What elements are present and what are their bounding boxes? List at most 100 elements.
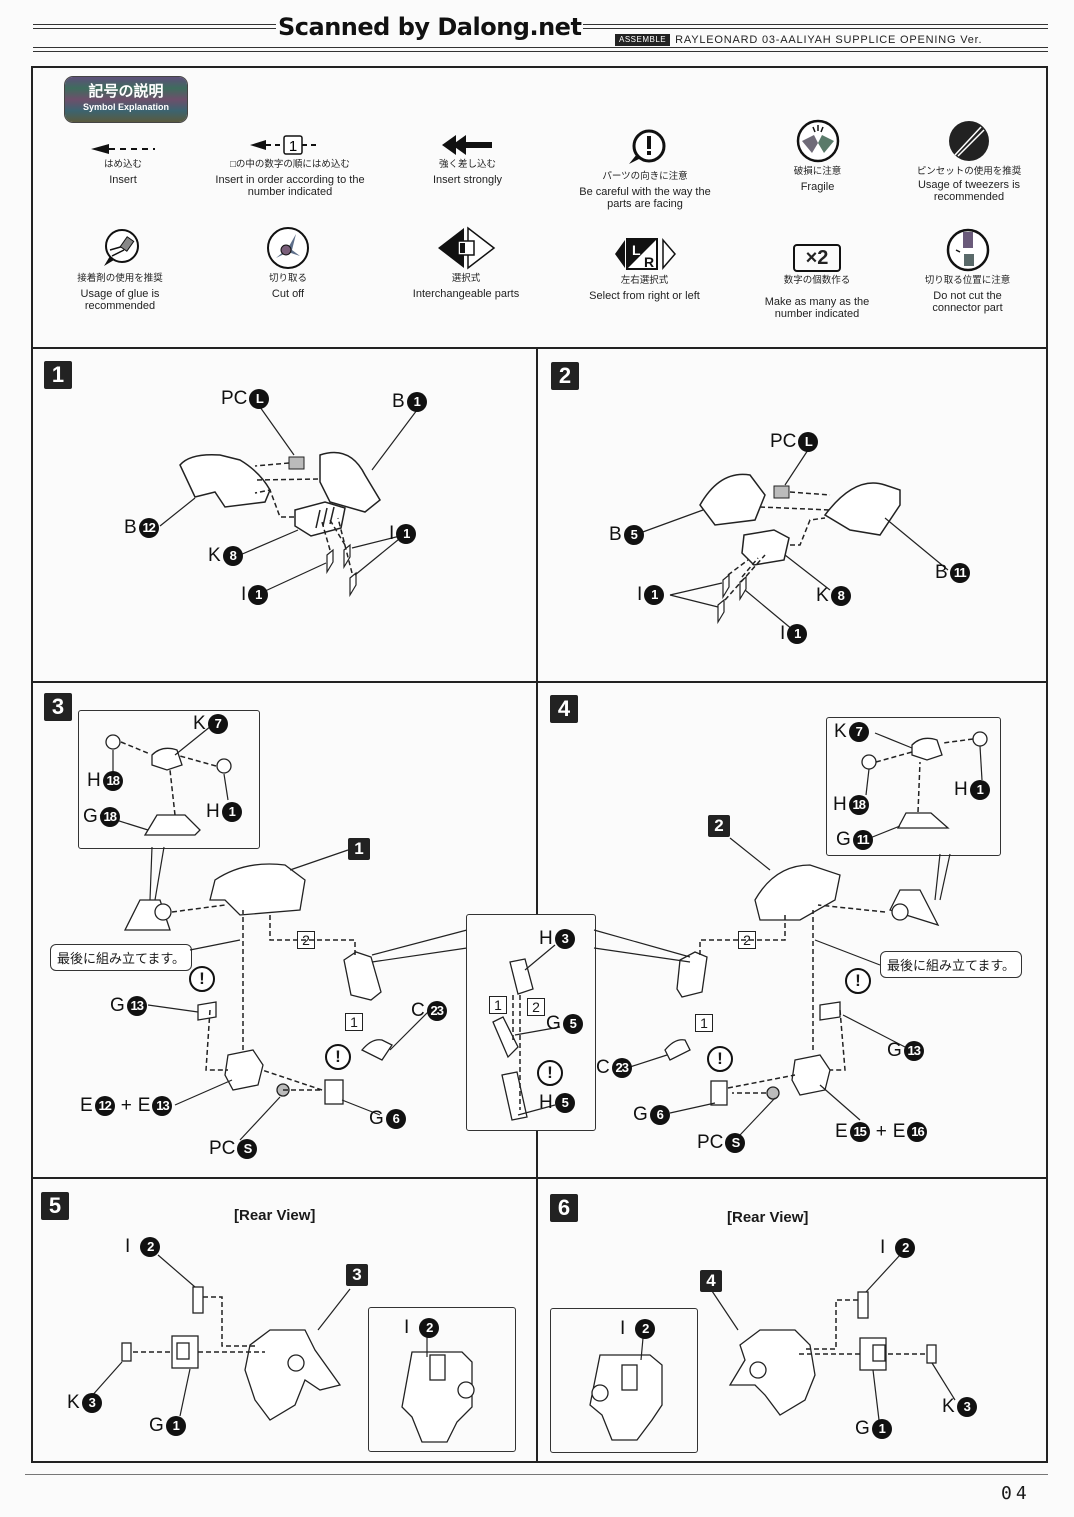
part-shell-1 xyxy=(209,863,306,916)
part-number-badge: 18 xyxy=(99,807,120,827)
guide-line xyxy=(729,837,771,871)
document-title: RAYLEONARD 03-AALIYAH SUPPLICE OPENING V… xyxy=(675,34,983,46)
page-number: 04 xyxy=(1001,1483,1031,1504)
part-shape xyxy=(89,1254,428,1417)
part-letter: H xyxy=(954,779,968,800)
guide-line xyxy=(179,755,217,767)
part-number-badge: 6 xyxy=(649,1105,670,1125)
part-shape xyxy=(326,548,334,575)
part-shape xyxy=(319,451,381,513)
insert-strong-arrow-icon xyxy=(415,128,520,156)
part-shape xyxy=(593,732,983,1136)
header-rule-bottom xyxy=(33,47,1048,48)
guide-line xyxy=(315,509,321,529)
part-shape xyxy=(429,1354,446,1381)
guide-line xyxy=(739,1097,776,1136)
part-number-badge: 13 xyxy=(903,1041,924,1061)
assemble-tag: Assemble xyxy=(615,34,671,46)
guide-line xyxy=(699,915,786,955)
guide-line xyxy=(669,582,723,596)
part-g6 xyxy=(710,1080,728,1106)
part-number-badge: 13 xyxy=(152,1096,173,1116)
guide-line xyxy=(524,944,556,971)
symbol-jp: ピンセットの使用を推奨 xyxy=(916,166,1022,177)
part-shape xyxy=(105,734,393,1105)
part-number-badge: 12 xyxy=(138,518,159,538)
step-6-detail-inset xyxy=(550,1308,698,1453)
part-letter: K xyxy=(816,585,829,606)
symbol-multiply: ×2 数字の個数作る Make as many as the number in… xyxy=(752,236,882,321)
multiply-count: ×2 xyxy=(793,244,841,272)
part-number-badge: 1 xyxy=(221,802,242,822)
part-k7 xyxy=(911,737,943,761)
part-i1-fins xyxy=(326,543,357,598)
part-number-badge: L xyxy=(249,389,270,409)
part-k3 xyxy=(926,1344,937,1364)
part-letter: K xyxy=(67,1392,80,1413)
guide-line xyxy=(289,849,349,871)
symbol-jp: 強く差し込む xyxy=(438,159,496,170)
part-shell-2 xyxy=(754,864,841,921)
guide-line xyxy=(261,1069,323,1091)
symbol-explanation-badge: 記号の説明 Symbol Explanation xyxy=(65,77,187,122)
symbol-fragile: 破損に注意 Fragile xyxy=(770,119,865,193)
guide-line xyxy=(322,507,328,527)
part-shape xyxy=(176,1342,190,1360)
guide-line xyxy=(875,751,913,763)
symbol-jp: 切り取る位置に注意 xyxy=(924,275,1011,286)
part-shape xyxy=(699,738,974,1094)
symbol-insert: はめ込む Insert xyxy=(73,128,173,186)
part-letter: G xyxy=(110,995,125,1016)
part-number-badge: 3 xyxy=(554,929,575,949)
svg-text:R: R xyxy=(644,254,654,270)
reference-step-number: 3 xyxy=(346,1264,368,1286)
part-shape xyxy=(591,1384,609,1402)
part-b1-shell xyxy=(319,451,381,513)
part-assembled-joint xyxy=(889,889,940,927)
part-body-3 xyxy=(244,1329,342,1421)
guide-line xyxy=(351,534,405,549)
part-number-badge: 1 xyxy=(165,1416,186,1436)
divider-row-2 xyxy=(31,1177,1048,1179)
part-shape xyxy=(457,1381,475,1399)
part-letter: I xyxy=(620,1318,626,1339)
part-k8-vent xyxy=(294,501,346,537)
watermark-title: Scanned by Dalong.net xyxy=(276,12,584,42)
part-letter: I xyxy=(125,1236,131,1257)
part-i1-fins xyxy=(717,573,747,625)
guide-line xyxy=(239,1096,281,1141)
symbol-en: Do not cut the connector part xyxy=(932,289,1003,315)
part-shape xyxy=(254,462,353,574)
part-shape xyxy=(99,721,468,1141)
guide-line xyxy=(89,1361,123,1399)
guide-line xyxy=(819,1084,861,1121)
part-letter: PC xyxy=(209,1138,236,1159)
symbol-en: Select from right or left xyxy=(589,289,700,302)
fragile-icon xyxy=(770,119,865,163)
symbol-cut-off: 切り取る Cut off xyxy=(248,227,328,300)
svg-text:1: 1 xyxy=(289,138,297,155)
part-k8-vent xyxy=(741,529,790,566)
reference-step-number: 2 xyxy=(708,815,730,837)
guide-line xyxy=(371,409,418,471)
part-letter: B xyxy=(124,517,137,538)
footer-rule xyxy=(25,1474,1048,1475)
symbol-jp: □の中の数字の順にはめ込む xyxy=(230,159,350,170)
divider-symbols xyxy=(31,347,1048,349)
part-number-badge: 3 xyxy=(81,1393,102,1413)
guide-line xyxy=(939,853,951,901)
